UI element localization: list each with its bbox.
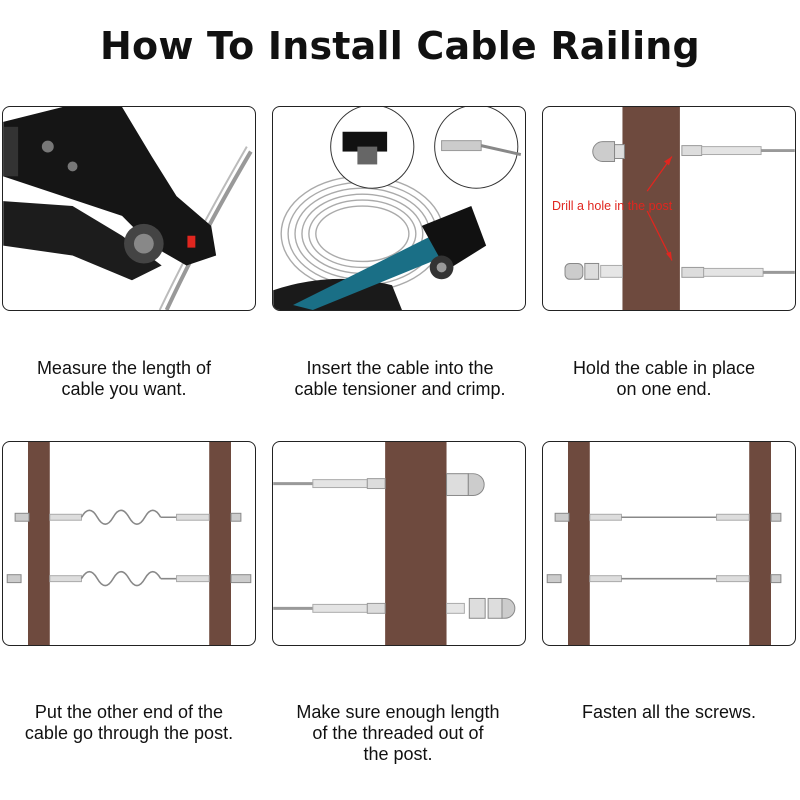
two-posts-taut-cable-illustration [546, 442, 782, 645]
caption-line: Hold the cable in place [572, 358, 756, 378]
step-1-caption: Measure the length of cable you want. [0, 358, 254, 400]
caption-line: Make sure enough length [296, 702, 500, 722]
caption-line: cable you want. [61, 379, 187, 399]
step-3-image-drill-post: Drill a hole in the post [542, 106, 796, 311]
two-posts-slack-cable-illustration [6, 442, 252, 645]
caption-line: Insert the cable into the [306, 358, 494, 378]
cable-coil-crimper-illustration [273, 107, 522, 310]
threaded-end-illustration [273, 442, 516, 645]
step-5-caption: Make sure enough length of the threaded … [268, 702, 528, 765]
cable-cutter-illustration [3, 107, 253, 310]
step-5-image-threaded-end [272, 441, 526, 646]
step-2-caption: Insert the cable into the cable tensione… [270, 358, 530, 400]
caption-line: Put the other end of the [34, 702, 224, 722]
drill-hole-callout: Drill a hole in the post [552, 199, 673, 213]
post-drill-illustration [564, 107, 795, 310]
step-1-image-cable-cutter [2, 106, 256, 311]
step-6-image-fastened [542, 441, 796, 646]
caption-line: cable go through the post. [24, 723, 234, 743]
step-4-image-through-post [2, 441, 256, 646]
caption-line: Fasten all the screws. [581, 702, 757, 722]
step-2-image-crimp-tool [272, 106, 526, 311]
caption-line: the post. [363, 744, 433, 764]
caption-line: on one end. [616, 379, 712, 399]
step-3-caption: Hold the cable in place on one end. [534, 358, 794, 400]
step-6-caption: Fasten all the screws. [539, 702, 799, 723]
caption-line: cable tensioner and crimp. [294, 379, 506, 399]
page-title: How To Install Cable Railing [100, 24, 700, 68]
caption-line: Measure the length of [36, 358, 212, 378]
step-4-caption: Put the other end of the cable go throug… [0, 702, 259, 744]
caption-line: of the threaded out of [312, 723, 484, 743]
